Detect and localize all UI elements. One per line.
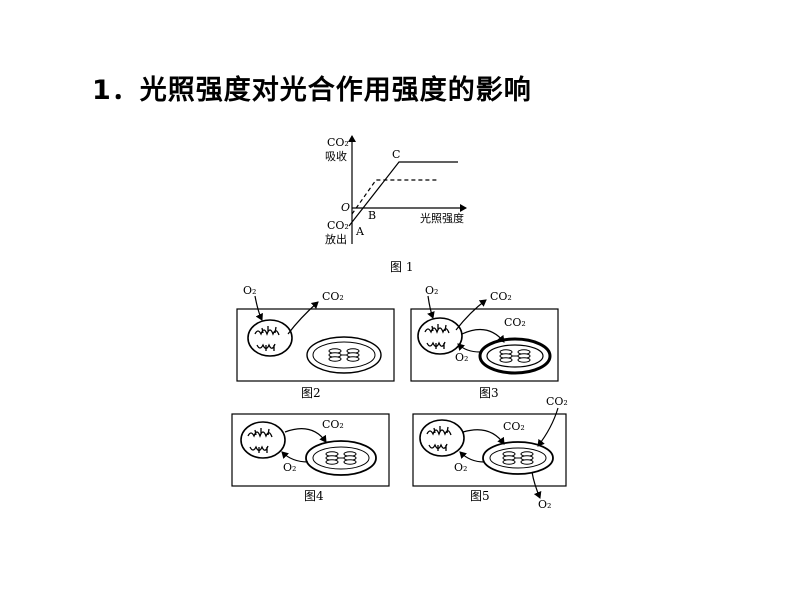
mitochondrion-icon — [247, 319, 293, 357]
figure-3-caption: 图3 — [479, 386, 499, 400]
x-axis-label: 光照强度 — [420, 211, 464, 225]
co2-label-top: CO₂ — [490, 290, 512, 303]
cell-box — [236, 308, 395, 382]
cell-box — [410, 308, 559, 382]
light-intensity-graph: CO₂ 吸收 CO₂ 放出 光照强度 O A B C 图 1 — [325, 135, 467, 274]
dashed-curve — [351, 179, 438, 215]
chloroplast-inner — [312, 341, 376, 369]
y-top-label: CO₂ — [327, 136, 349, 149]
figure-3: O₂ CO₂ CO₂ O₂ 图3 — [410, 284, 559, 400]
mitochondrion-icon — [419, 419, 465, 457]
mitochondrion-icon — [240, 421, 286, 459]
o2-label-inner: O₂ — [454, 461, 467, 474]
origin-label: O — [341, 201, 350, 214]
figure-4: CO₂ O₂ 图4 — [231, 413, 390, 503]
o2-label: O₂ — [243, 284, 256, 297]
co2-label-outside: CO₂ — [546, 395, 568, 408]
co2-label-inner: CO₂ — [504, 316, 526, 329]
solid-curve — [348, 161, 458, 227]
cell-box — [412, 413, 567, 487]
chloroplast-inner — [489, 447, 547, 469]
figure-2: O₂ CO₂ 图2 — [236, 284, 395, 400]
y-top-label-2: 吸收 — [325, 149, 347, 163]
point-c-label: C — [392, 148, 400, 161]
y-bottom-label-2: 放出 — [325, 232, 347, 246]
point-b-label: B — [368, 209, 376, 222]
figure-2-caption: 图2 — [301, 386, 321, 400]
point-a-label: A — [355, 225, 365, 238]
slide-title-text: 光照强度对光合作用强度的影响 — [139, 75, 532, 106]
co2-label: CO₂ — [322, 418, 344, 431]
slide-title: 1．光照强度对光合作用强度的影响 — [92, 68, 532, 107]
figure-5: CO₂ CO₂ O₂ O₂ 图5 — [412, 395, 568, 511]
co2-label: CO₂ — [322, 290, 344, 303]
slide-number: 1． — [92, 75, 140, 106]
mitochondrion-icon — [417, 317, 463, 355]
o2-label-outside: O₂ — [538, 498, 551, 511]
cell-box — [231, 413, 390, 487]
figure-4-caption: 图4 — [304, 489, 324, 503]
chloroplast-inner — [486, 344, 544, 368]
o2-label: O₂ — [283, 461, 296, 474]
o2-label: O₂ — [425, 284, 438, 297]
o2-label-inner: O₂ — [455, 351, 468, 364]
co2-label-inner: CO₂ — [503, 420, 525, 433]
figure-5-caption: 图5 — [470, 489, 490, 503]
chloroplast-inner — [312, 446, 370, 470]
y-bottom-label: CO₂ — [327, 219, 349, 232]
figure-1-caption: 图 1 — [390, 260, 413, 274]
